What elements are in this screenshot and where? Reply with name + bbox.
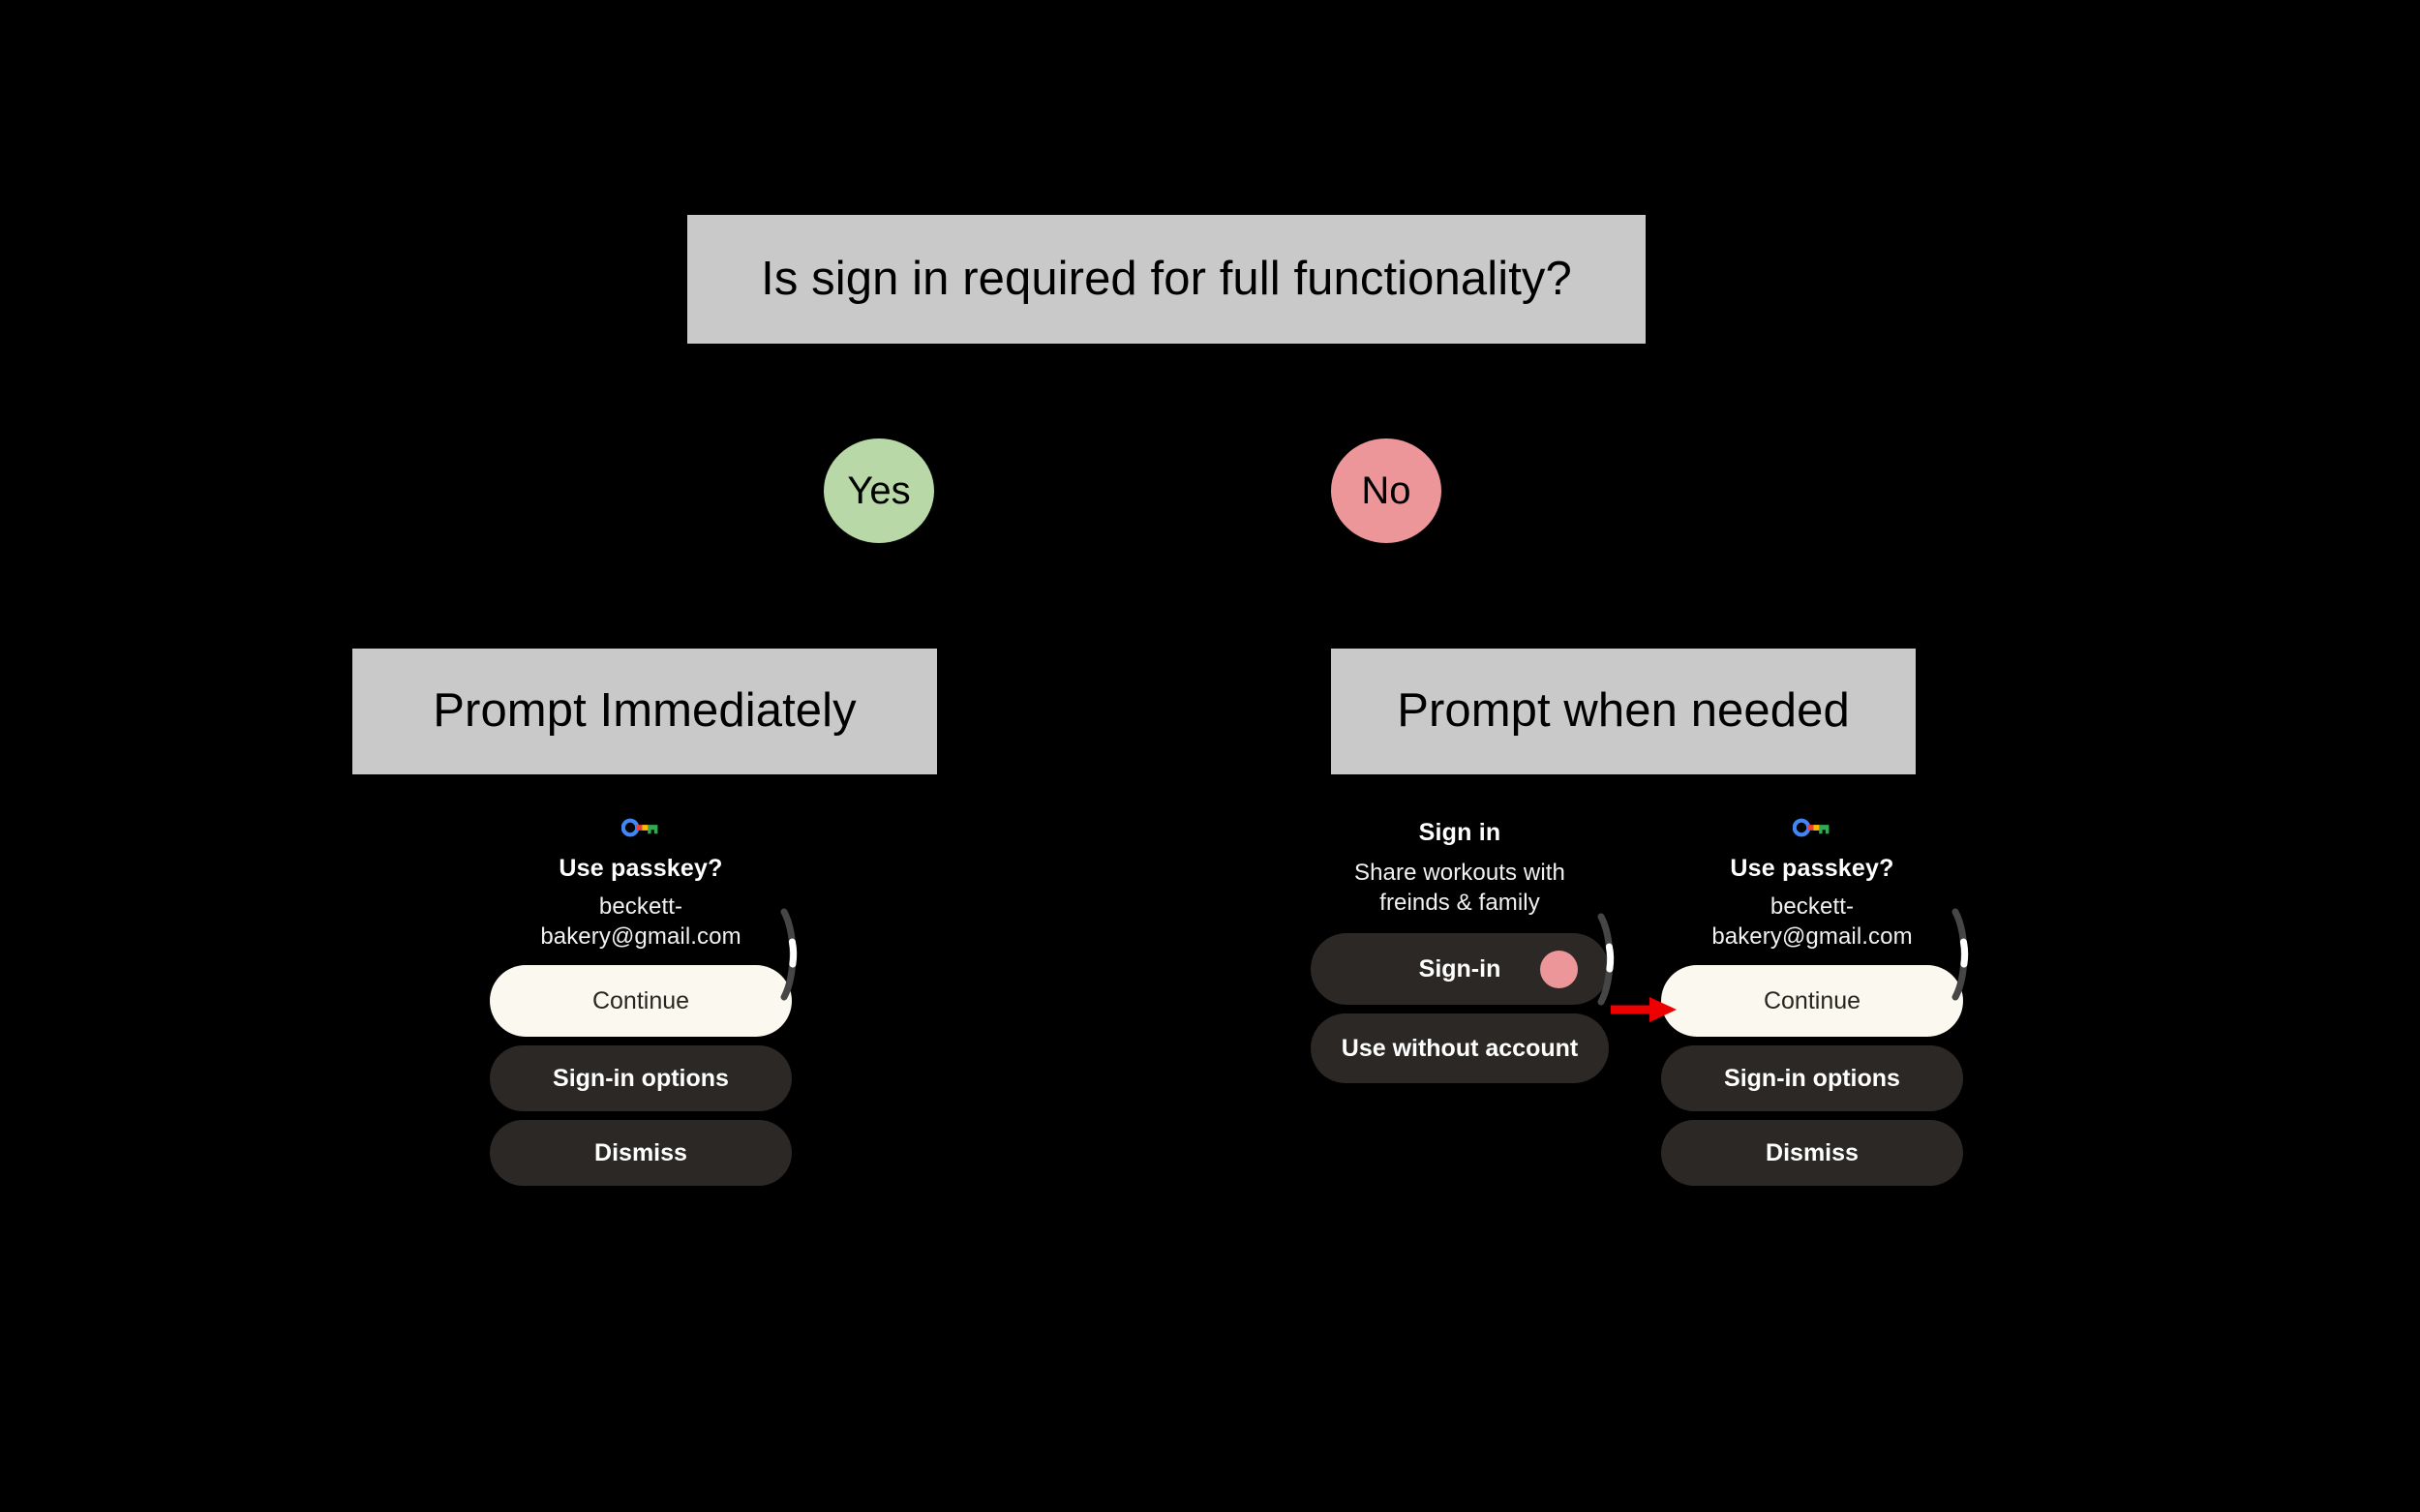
branch-no-node: No: [1331, 438, 1441, 543]
mock-account-email: beckett-bakery@gmail.com: [1711, 893, 1913, 950]
outcome-prompt-when-needed-box: Prompt when needed: [1331, 649, 1916, 774]
dismiss-button[interactable]: Dismiss: [1661, 1120, 1963, 1187]
sign-in-options-button[interactable]: Sign-in options: [490, 1045, 792, 1112]
connector-yes-down: [877, 396, 880, 440]
connector-immediate-span: [645, 639, 881, 642]
mock-passkey-immediate: Use passkey? beckett-bakery@gmail.com Co…: [490, 811, 798, 1187]
connector-needed-span: [1384, 639, 1624, 642]
connector-no-to-needed: [1384, 541, 1387, 650]
sign-in-button[interactable]: Sign-in: [1311, 933, 1609, 1006]
mock-button-stack: Continue Sign-in options Dismiss: [1661, 965, 1963, 1187]
google-passkey-icon-wrap: [490, 811, 792, 844]
sign-in-button-label: Sign-in: [1418, 955, 1501, 983]
mock-button-stack: Sign-in Use without account: [1311, 933, 1609, 1084]
mock-account-email: beckett-bakery@gmail.com: [540, 893, 741, 950]
continue-button[interactable]: Continue: [490, 965, 792, 1038]
mock-sign-in-prompt: Sign in Share workouts with freinds & fa…: [1311, 818, 1615, 1084]
continue-button[interactable]: Continue: [1661, 965, 1963, 1038]
connector-root-to-yes: [1165, 344, 1167, 398]
google-passkey-icon: [621, 818, 658, 837]
google-passkey-icon-wrap: [1661, 811, 1963, 844]
annotation-arrow-icon: [1611, 997, 1677, 1022]
connector-no-branch: [1165, 396, 1386, 399]
google-passkey-icon: [1793, 818, 1830, 837]
mock-title: Sign in: [1418, 819, 1501, 846]
dismiss-button[interactable]: Dismiss: [490, 1120, 792, 1187]
sign-in-options-button[interactable]: Sign-in options: [1661, 1045, 1963, 1112]
sign-in-accent-dot: [1540, 951, 1578, 989]
branch-yes-node: Yes: [824, 438, 934, 543]
connector-yes-to-immediate: [877, 541, 880, 650]
use-without-account-button[interactable]: Use without account: [1311, 1013, 1609, 1084]
mock-title: Use passkey?: [1730, 855, 1894, 882]
connector-yes-branch: [879, 396, 1167, 399]
mock-passkey-when-needed: Use passkey? beckett-bakery@gmail.com Co…: [1661, 811, 1969, 1187]
mock-description: Share workouts with freinds & family: [1354, 860, 1565, 916]
connector-no-down: [1384, 396, 1387, 440]
mock-button-stack: Continue Sign-in options Dismiss: [490, 965, 792, 1187]
outcome-prompt-immediately-box: Prompt Immediately: [352, 649, 937, 774]
root-question-box: Is sign in required for full functionali…: [687, 215, 1646, 344]
mock-title: Use passkey?: [559, 855, 723, 882]
